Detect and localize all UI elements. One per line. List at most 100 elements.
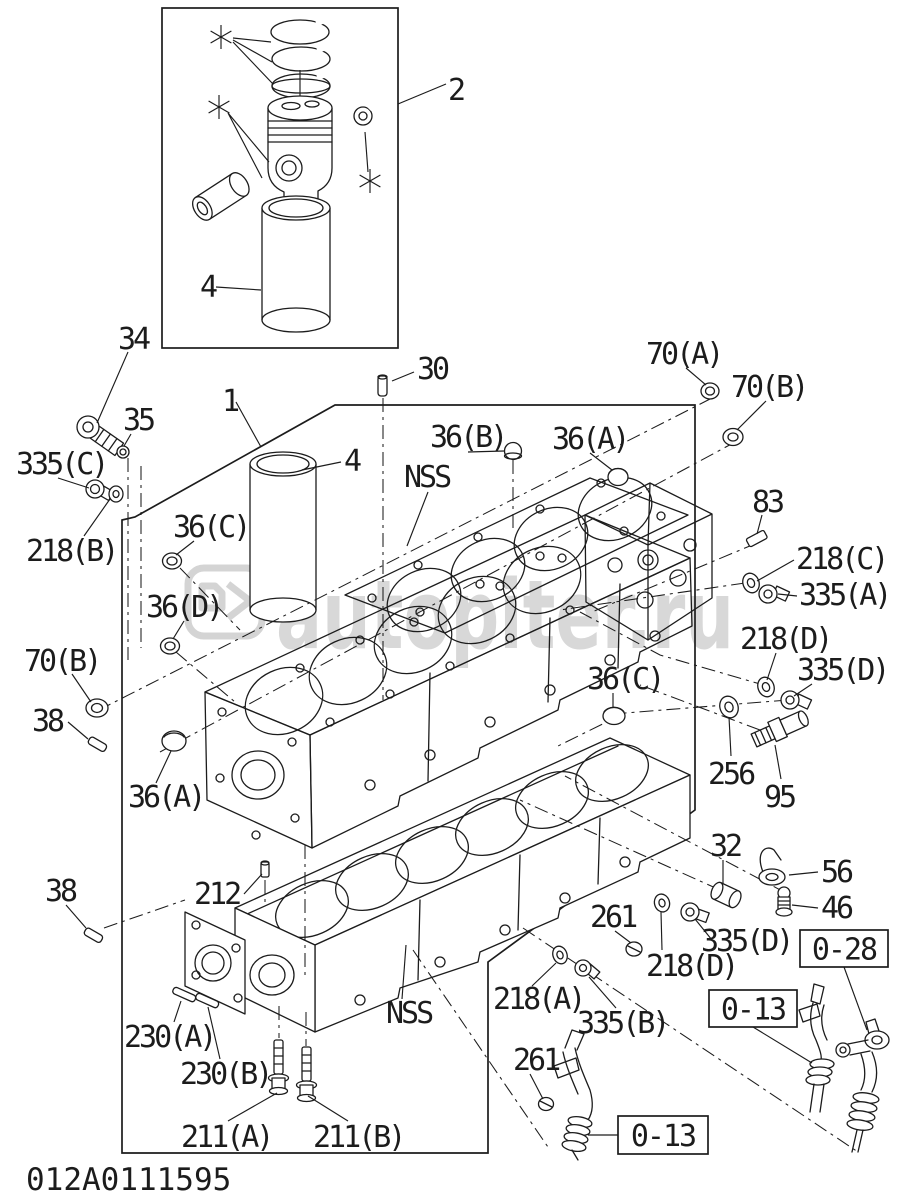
part-label-212: 212	[194, 877, 240, 912]
ref-box-0-28	[799, 929, 889, 968]
part-label-30: 30	[417, 352, 449, 387]
leader-line-83	[756, 514, 763, 535]
part-label-218(D): 218(D)	[740, 622, 830, 657]
screw-335D-right-drawing	[780, 690, 813, 710]
leader-line-335(D)	[793, 683, 813, 697]
leader-line-4	[215, 286, 262, 291]
o-ring-35-drawing	[116, 445, 130, 459]
stud-212-drawing	[260, 860, 270, 878]
plug-36B-drawing	[503, 441, 523, 461]
part-label-36(D): 36(D)	[146, 590, 221, 625]
part-label-230(A): 230(A)	[124, 1020, 214, 1055]
ref-box-0-13	[617, 1115, 709, 1155]
washer-256-drawing	[719, 695, 739, 719]
leader-line-NSS	[406, 491, 429, 547]
part-label-218(B): 218(B)	[26, 534, 116, 569]
washer-218A-drawing	[552, 945, 568, 965]
oil-gauge-tube-left-drawing	[553, 1029, 593, 1161]
leader-line-218(C)	[756, 559, 795, 582]
leader-line-34	[96, 351, 129, 424]
part-label-83: 83	[752, 485, 783, 520]
ref-label-0-13: 0-13	[631, 1119, 695, 1154]
watermark-logo-mark	[198, 582, 226, 612]
plug-36C-left-drawing	[161, 552, 183, 570]
oil-gauge-tube-right-drawing	[835, 1018, 890, 1153]
leader-line-211(A)	[227, 1092, 278, 1122]
crankcase-drawing	[184, 737, 691, 1103]
connector-34-drawing	[76, 415, 125, 457]
grommet-70A-drawing	[700, 382, 720, 400]
leader-line-335(A)	[777, 593, 798, 597]
part-label-211(A): 211(A)	[181, 1120, 271, 1155]
head-gasket-drawing	[344, 476, 689, 634]
leader-line-70(B)	[736, 400, 767, 431]
leader-line-218(D)	[660, 911, 663, 951]
ref-label-0-13: 0-13	[721, 993, 785, 1028]
leader-line-256	[728, 716, 732, 757]
part-label-36(C): 36(C)	[173, 510, 248, 545]
leader-line-36(C)	[175, 540, 195, 556]
clip-56-drawing	[758, 847, 786, 886]
part-label-4: 4	[200, 270, 217, 305]
leader-line-218(B)	[83, 498, 111, 537]
part-label-261: 261	[513, 1043, 560, 1078]
asterisk-mark-1	[210, 30, 232, 44]
grommet-70B-left-drawing	[85, 698, 109, 718]
part-label-32: 32	[710, 829, 741, 864]
sensor-95-drawing	[750, 710, 809, 748]
part-label-2: 2	[448, 73, 464, 108]
dowel-30-drawing	[377, 374, 388, 397]
part-label-NSS: NSS	[386, 996, 433, 1031]
leader-line-335(C)	[57, 477, 90, 489]
leader-line-230(A)	[173, 1000, 182, 1023]
part-label-36(C): 36(C)	[587, 662, 662, 697]
part-label-211(B): 211(B)	[313, 1120, 403, 1155]
ref-leader-0-28	[843, 966, 868, 1031]
chevron-right-icon	[225, 581, 254, 621]
washer-218D-right-drawing	[757, 676, 775, 698]
plug-36D-drawing	[159, 637, 181, 655]
leader-line-335(B)	[588, 976, 617, 1009]
leader-line-1	[235, 401, 262, 448]
piston-kit-box	[161, 7, 399, 349]
part-label-38: 38	[45, 874, 77, 909]
screw-335A-drawing	[758, 584, 791, 604]
pin-230B-drawing	[195, 992, 220, 1009]
leader-line-335(D)	[694, 918, 713, 941]
part-label-70(B): 70(B)	[24, 644, 99, 679]
washer-218B-drawing	[108, 485, 124, 503]
part-label-218(D): 218(D)	[646, 949, 736, 984]
part-label-NSS: NSS	[404, 460, 451, 495]
bolt-211B-drawing	[295, 1046, 318, 1103]
part-label-335(B): 335(B)	[577, 1006, 667, 1041]
part-label-4: 4	[344, 444, 361, 479]
screw-335B-drawing	[574, 959, 601, 980]
bolt-211A-drawing	[267, 1039, 290, 1096]
cylinder-liner-drawing	[249, 451, 317, 623]
leader-line-36(D)	[172, 620, 185, 640]
leader-line-36(A)	[589, 452, 613, 471]
part-label-46: 46	[821, 891, 853, 926]
leader-line-NSS	[401, 944, 407, 1000]
bushing-32-drawing	[710, 881, 742, 909]
plug-36A-left-drawing	[161, 730, 187, 752]
part-label-1: 1	[222, 384, 239, 419]
washer-218D-bottom-drawing	[653, 893, 671, 913]
leader-line-230(B)	[207, 1006, 221, 1060]
watermark-text: autopiter.ru	[276, 561, 734, 671]
ref-label-0-28: 0-28	[812, 933, 877, 968]
part-label-36(A): 36(A)	[552, 422, 627, 457]
leader-line-38	[67, 721, 89, 740]
ref-box-0-13	[708, 989, 798, 1028]
pin-83-drawing	[745, 529, 768, 548]
oil-gauge-tube-middle-drawing	[798, 983, 835, 1113]
leader-line-261	[614, 930, 632, 944]
part-label-35: 35	[123, 403, 154, 438]
leader-line-212	[243, 873, 263, 895]
figure-code: 012A0111595	[26, 1162, 231, 1198]
cap-261-mid-drawing	[625, 941, 643, 957]
asterisk-mark-3	[359, 174, 381, 188]
